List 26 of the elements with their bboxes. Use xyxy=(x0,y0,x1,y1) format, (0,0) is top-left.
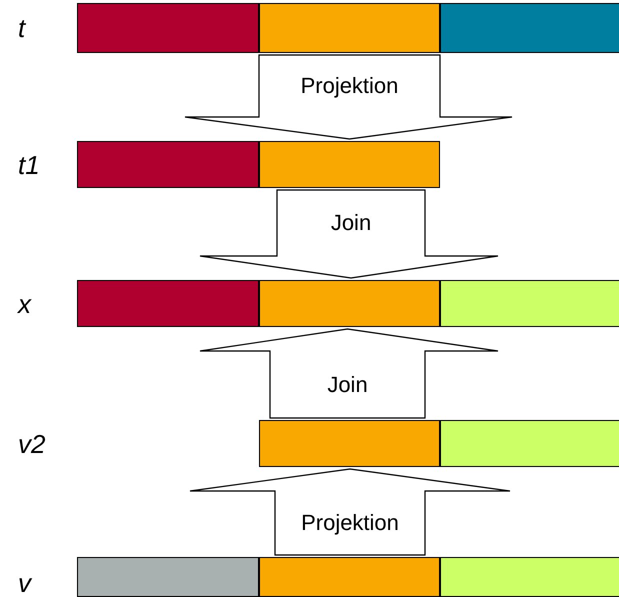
attribute-segment xyxy=(259,280,440,327)
attribute-segment xyxy=(259,141,440,188)
block-arrow xyxy=(189,468,511,556)
row-label: v2 xyxy=(18,428,46,458)
block-arrow xyxy=(199,328,499,419)
attribute-segment xyxy=(259,557,440,597)
row-label: t xyxy=(18,13,27,43)
attribute-segment xyxy=(77,141,259,188)
edge-label: Projektion xyxy=(300,73,398,99)
edge-label: Join xyxy=(330,210,372,236)
row-label: v xyxy=(18,568,34,597)
attribute-segment xyxy=(440,557,619,597)
attribute-segment xyxy=(77,3,259,53)
attribute-segment xyxy=(259,3,440,53)
attribute-segment xyxy=(259,420,440,467)
row-label: x xyxy=(18,288,32,318)
attribute-segment xyxy=(440,280,619,327)
attribute-segment xyxy=(77,557,259,597)
edge-label: Projektion xyxy=(301,510,399,536)
block-arrow xyxy=(199,189,499,279)
attribute-segment xyxy=(440,3,619,53)
row-label: t1 xyxy=(18,150,41,180)
attribute-segment xyxy=(77,280,259,327)
attribute-segment xyxy=(440,420,619,467)
edge-label: Join xyxy=(327,372,368,398)
block-arrow xyxy=(184,54,513,140)
